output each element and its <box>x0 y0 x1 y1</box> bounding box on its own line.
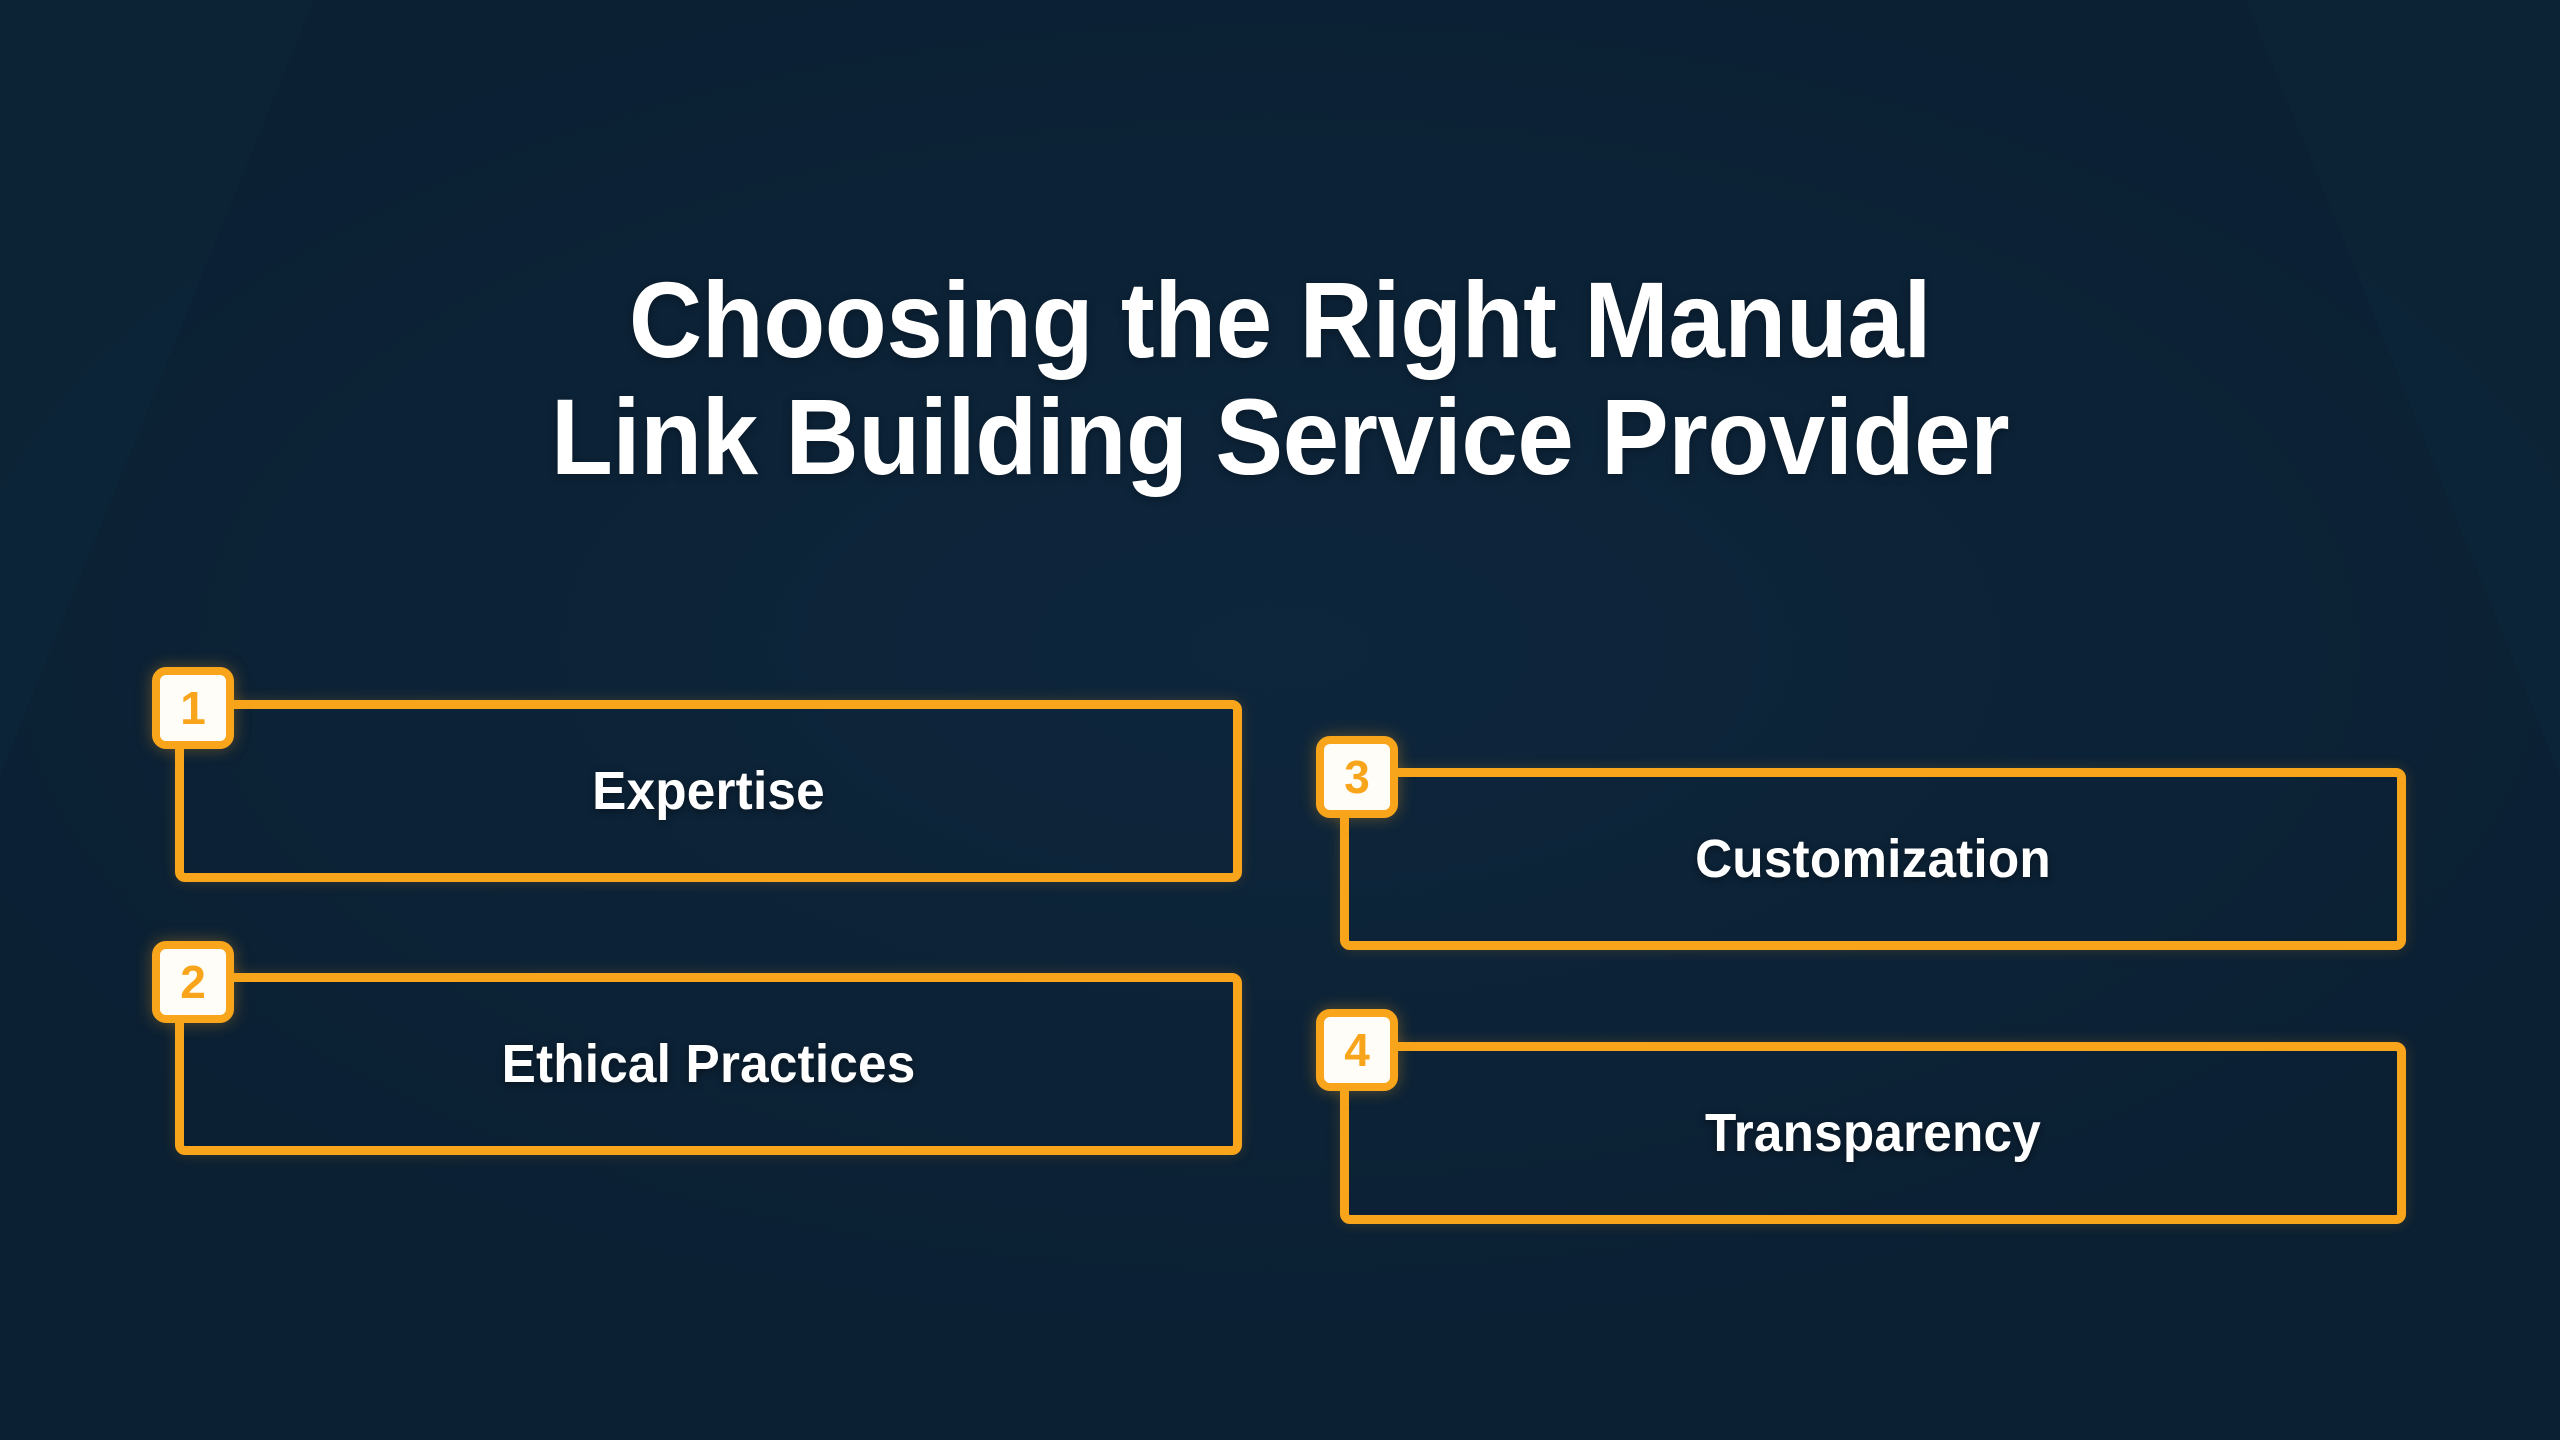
feature-card-number-badge: 3 <box>1316 736 1398 818</box>
background-diagonal-right <box>2245 0 2560 1440</box>
feature-card-number: 3 <box>1344 751 1370 803</box>
feature-card-number-badge: 1 <box>152 667 234 749</box>
feature-card-label: Customization <box>1695 829 2051 889</box>
feature-card-transparency[interactable]: Transparency <box>1340 1042 2406 1224</box>
feature-card-number-badge: 4 <box>1316 1009 1398 1091</box>
feature-card-label: Ethical Practices <box>501 1034 916 1094</box>
feature-card-label: Transparency <box>1705 1103 2041 1163</box>
feature-card-expertise[interactable]: Expertise <box>175 700 1242 882</box>
feature-card-number: 2 <box>180 956 206 1008</box>
page-title: Choosing the Right Manual Link Building … <box>550 259 2010 497</box>
feature-card-number: 4 <box>1344 1024 1370 1076</box>
feature-card-label: Expertise <box>592 761 825 821</box>
feature-card-ethical-practices[interactable]: Ethical Practices <box>175 973 1242 1155</box>
feature-card-number: 1 <box>180 682 206 734</box>
feature-card-number-badge: 2 <box>152 941 234 1023</box>
feature-card-customization[interactable]: Customization <box>1340 768 2406 950</box>
